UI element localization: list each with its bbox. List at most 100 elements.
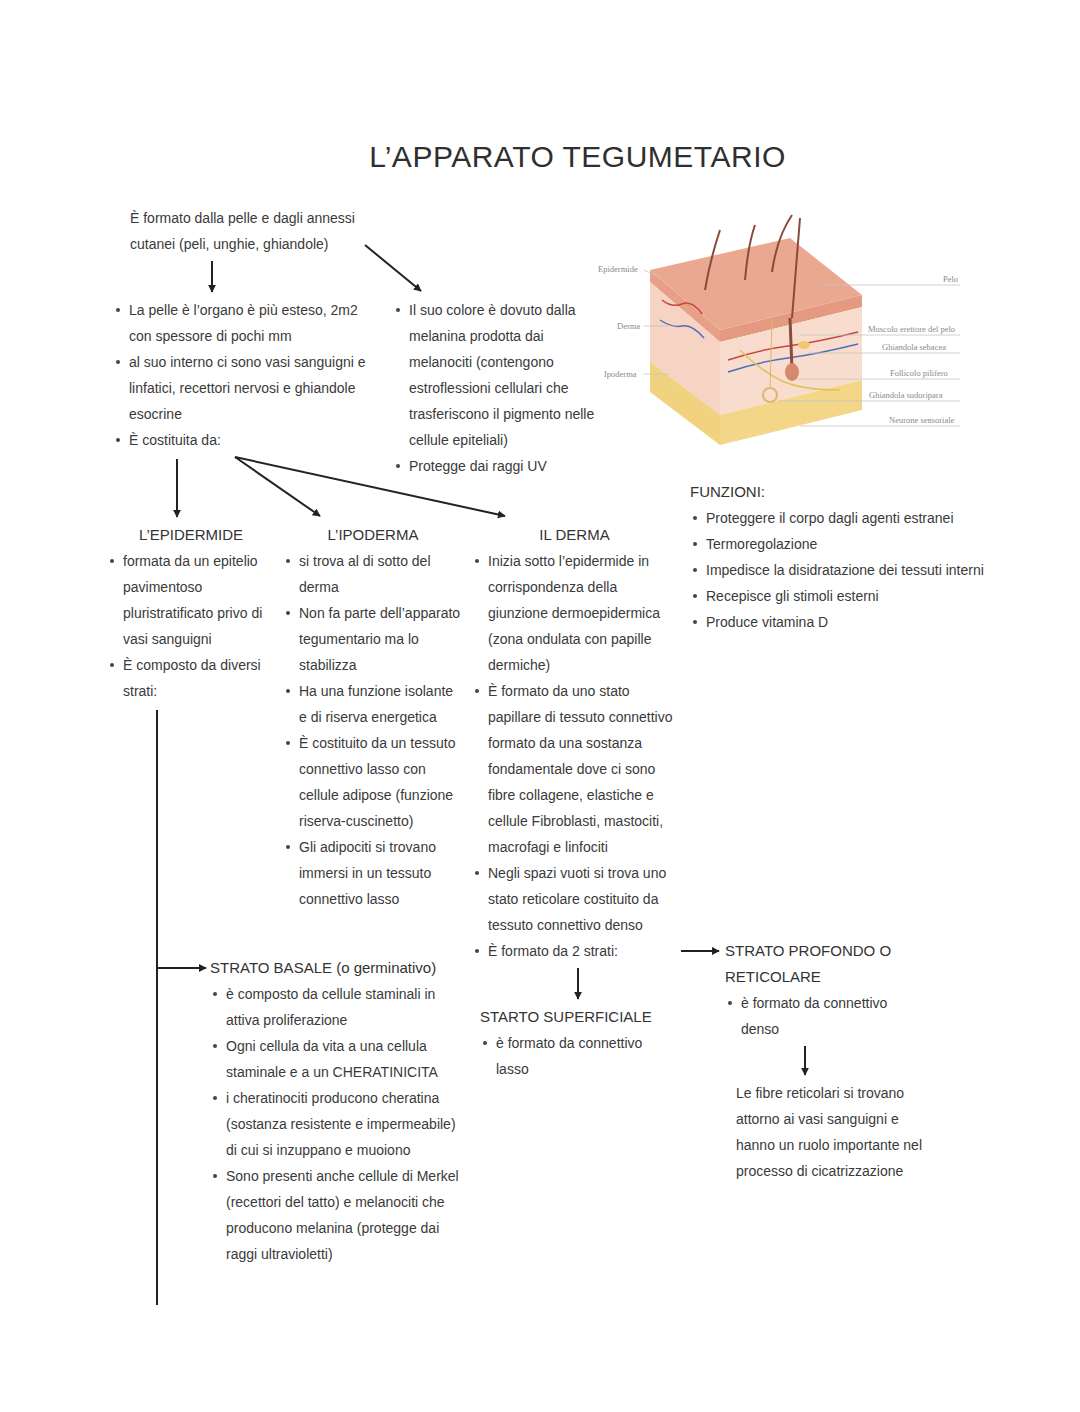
bullet-text: Protegge dai raggi UV xyxy=(409,458,547,474)
bullet-dot xyxy=(396,308,400,312)
bullet-item: Termoregolazione xyxy=(690,531,1025,557)
figure-label: Epidermide xyxy=(598,264,638,274)
bullet-text: Impedisce la disidratazione dei tessuti … xyxy=(706,562,984,578)
bullet-dot xyxy=(693,620,697,624)
bullet-text: Proteggere il corpo dagli agenti estrane… xyxy=(706,510,954,526)
bullet-dot xyxy=(213,1044,217,1048)
bullet-item: Sono presenti anche cellule di Merkel (r… xyxy=(210,1163,462,1267)
node-heading: L’EPIDERMIDE xyxy=(107,522,275,548)
bullet-text: formata da un epitelio pavimentoso pluri… xyxy=(123,553,262,647)
bullet-item: È formato da uno stato papillare di tess… xyxy=(472,678,677,860)
node-text: È formato dalla pelle e dagli annessi cu… xyxy=(130,205,362,257)
bullet-text: è composto da cellule staminali in attiv… xyxy=(226,986,435,1028)
bullet-item: è composto da cellule staminali in attiv… xyxy=(210,981,462,1033)
text-node: STARTO SUPERFICIALE è formato da connetti… xyxy=(480,1004,658,1082)
bullet-dot xyxy=(116,438,120,442)
figure-label: Ghiandola sebacea xyxy=(882,342,946,352)
connector-arrow xyxy=(804,1046,806,1075)
text-node: IL DERMA Inizia sotto l’epidermide in cor… xyxy=(472,522,677,964)
bullet-item: Produce vitamina D xyxy=(690,609,1025,635)
connector-arrow xyxy=(577,968,579,999)
bullet-dot xyxy=(475,559,479,563)
bullet-text: è formato da connettivo denso xyxy=(741,995,887,1037)
bullet-dot xyxy=(475,949,479,953)
bullet-item: Non fa parte dell’apparato tegumentario … xyxy=(283,600,463,678)
bullet-text: si trova al di sotto del derma xyxy=(299,553,431,595)
bullet-item: Impedisce la disidratazione dei tessuti … xyxy=(690,557,1025,583)
node-heading: IL DERMA xyxy=(472,522,677,548)
bullet-text: È composto da diversi strati: xyxy=(123,657,261,699)
bullet-item: È composto da diversi strati: xyxy=(107,652,275,704)
bullet-item: Ha una funzione isolante e di riserva en… xyxy=(283,678,463,730)
bullet-item: Proteggere il corpo dagli agenti estrane… xyxy=(690,505,1025,531)
leader-lines xyxy=(644,270,960,426)
connector-arrow xyxy=(365,245,421,291)
node-heading: L’IPODERMA xyxy=(283,522,463,548)
figure-label: Neurone sensoriale xyxy=(889,415,954,425)
bullet-text: Gli adipociti si trovano immersi in un t… xyxy=(299,839,436,907)
figure-label: Muscolo erettore del pelo xyxy=(868,324,955,334)
bullet-text: al suo interno ci sono vasi sanguigni e … xyxy=(129,354,366,422)
bullet-dot xyxy=(693,568,697,572)
bullet-item: Protegge dai raggi UV xyxy=(393,453,601,479)
bullet-dot xyxy=(475,871,479,875)
node-heading: STRATO PROFONDO O RETICOLARE xyxy=(725,938,915,990)
text-node: L’IPODERMA si trova al di sotto del derma… xyxy=(283,522,463,912)
bullet-text: Ha una funzione isolante e di riserva en… xyxy=(299,683,453,725)
bullet-item: si trova al di sotto del derma xyxy=(283,548,463,600)
bullet-item: Il suo colore è dovuto dalla melanina pr… xyxy=(393,297,601,453)
text-node: Il suo colore è dovuto dalla melanina pr… xyxy=(393,297,601,479)
page-title: L’APPARATO TEGUMETARIO xyxy=(0,140,1080,174)
bullet-dot xyxy=(213,992,217,996)
bullet-dot xyxy=(693,542,697,546)
node-text: Le fibre reticolari si trovano attorno a… xyxy=(736,1080,931,1184)
bullet-item: Gli adipociti si trovano immersi in un t… xyxy=(283,834,463,912)
bullet-dot xyxy=(286,611,290,615)
bullet-item: i cheratinociti producono cheratina (sos… xyxy=(210,1085,462,1163)
bullet-dot xyxy=(286,741,290,745)
bullet-dot xyxy=(213,1096,217,1100)
bullet-item: Recepisce gli stimoli esterni xyxy=(690,583,1025,609)
bullet-dot xyxy=(116,308,120,312)
stem-line xyxy=(156,968,158,1305)
bullet-item: formata da un epitelio pavimentoso pluri… xyxy=(107,548,275,652)
bullet-text: Recepisce gli stimoli esterni xyxy=(706,588,879,604)
text-node: STRATO PROFONDO O RETICOLARE è formato da… xyxy=(725,938,915,1042)
skin-block xyxy=(650,215,862,445)
bullet-item: è formato da connettivo denso xyxy=(725,990,915,1042)
node-heading: STARTO SUPERFICIALE xyxy=(480,1004,658,1030)
bullet-text: È formato da uno stato papillare di tess… xyxy=(488,683,672,855)
bullet-item: Negli spazi vuoti si trova uno stato ret… xyxy=(472,860,677,938)
bullet-item: Inizia sotto l’epidermide in corrisponde… xyxy=(472,548,677,678)
bullet-text: Negli spazi vuoti si trova uno stato ret… xyxy=(488,865,666,933)
bullet-text: Produce vitamina D xyxy=(706,614,828,630)
bullet-text: i cheratinociti producono cheratina (sos… xyxy=(226,1090,456,1158)
bullet-dot xyxy=(286,689,290,693)
bullet-item: La pelle è l’organo è più esteso, 2m2 co… xyxy=(113,297,375,349)
figure-label: Ipoderma xyxy=(604,369,637,379)
bullet-text: è formato da connettivo lasso xyxy=(496,1035,642,1077)
bullet-text: È formato da 2 strati: xyxy=(488,943,618,959)
bullet-dot xyxy=(110,559,114,563)
bullet-item: Ogni cellula da vita a una cellula stami… xyxy=(210,1033,462,1085)
node-heading: STRATO BASALE (o germinativo) xyxy=(210,955,462,981)
bullet-text: Non fa parte dell’apparato tegumentario … xyxy=(299,605,460,673)
bullet-text: Termoregolazione xyxy=(706,536,817,552)
connector-arrow xyxy=(211,261,213,292)
bullet-dot xyxy=(213,1174,217,1178)
bullet-text: La pelle è l’organo è più esteso, 2m2 co… xyxy=(129,302,358,344)
bullet-dot xyxy=(693,594,697,598)
figure-label: Follicolo pilifero xyxy=(890,368,948,378)
bullet-item: È costituita da: xyxy=(113,427,375,453)
bullet-dot xyxy=(286,559,290,563)
bullet-dot xyxy=(483,1041,487,1045)
bullet-dot xyxy=(475,689,479,693)
bullet-item: al suo interno ci sono vasi sanguigni e … xyxy=(113,349,375,427)
bullet-text: Ogni cellula da vita a una cellula stami… xyxy=(226,1038,438,1080)
bullet-text: Sono presenti anche cellule di Merkel (r… xyxy=(226,1168,459,1262)
bullet-text: Inizia sotto l’epidermide in corrisponde… xyxy=(488,553,660,673)
text-node: La pelle è l’organo è più esteso, 2m2 co… xyxy=(113,297,375,453)
text-node: Le fibre reticolari si trovano attorno a… xyxy=(736,1080,931,1184)
figure-label: Derma xyxy=(617,321,640,331)
figure-label: Pelo xyxy=(943,274,958,284)
